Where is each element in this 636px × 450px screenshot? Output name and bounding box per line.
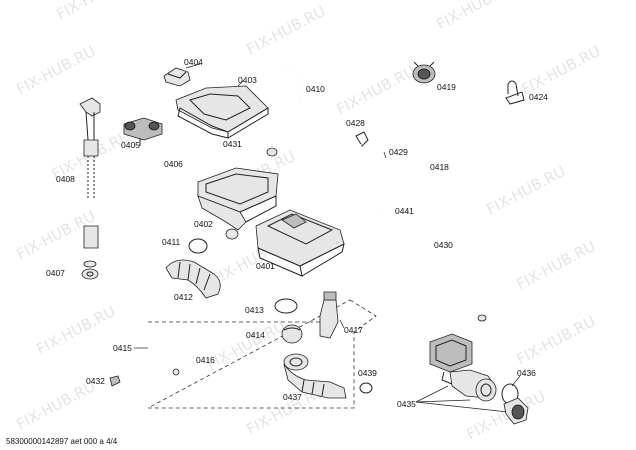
part-0407-washer: [81, 260, 99, 280]
part-0404-clip: [163, 63, 201, 87]
label-0419: 0419: [437, 82, 456, 92]
part-0416-hose: [172, 367, 241, 387]
part-0412-bellows-hose: [165, 259, 221, 299]
watermark: FIX-HUB.RU: [513, 237, 598, 294]
label-0424: 0424: [529, 92, 548, 102]
watermark: FIX-HUB.RU: [53, 0, 138, 24]
label-0416: 0416: [196, 355, 215, 365]
part-0414-float: [281, 324, 303, 344]
part-0410-hook: [283, 65, 301, 103]
label-0407: 0407: [46, 268, 65, 278]
watermark: FIX-HUB.RU: [13, 42, 98, 99]
part-0405-inlet-valve: [123, 117, 163, 146]
part-0406-tubes: [161, 139, 215, 169]
watermark: FIX-HUB.RU: [243, 2, 328, 59]
watermark: FIX-HUB.RU: [33, 302, 118, 359]
watermark: FIX-HUB.RU: [203, 317, 288, 374]
part-0439-clamp: [359, 382, 373, 394]
label-0405: 0405: [121, 140, 140, 150]
part-0403-dispenser-cover: [175, 79, 269, 139]
watermark: FIX-HUB.RU: [433, 0, 518, 34]
watermark: FIX-HUB.RU: [483, 162, 568, 219]
part-0413-ring: [274, 298, 298, 314]
part-0430-long-hose: [377, 211, 490, 322]
part-0419-pressure-switch: [412, 61, 436, 84]
label-0439: 0439: [358, 368, 377, 378]
label-0441: 0441: [395, 206, 414, 216]
label-0410: 0410: [306, 84, 325, 94]
part-0432-clip: [109, 375, 121, 387]
label-0404: 0404: [184, 57, 203, 67]
part-0435-drain-pump: [415, 333, 509, 413]
part-0402-dispenser-housing: [197, 167, 279, 240]
label-0417: 0417: [344, 325, 363, 335]
label-0436: 0436: [517, 368, 536, 378]
document-id-footer: 58300000142897 aet 000 a 4/4: [6, 437, 118, 446]
label-0401: 0401: [256, 261, 275, 271]
label-0437: 0437: [283, 392, 302, 402]
part-0418-pressure-hose: [335, 91, 428, 301]
label-0406: 0406: [164, 159, 183, 169]
label-0412: 0412: [174, 292, 193, 302]
label-0414: 0414: [246, 330, 265, 340]
label-0418: 0418: [430, 162, 449, 172]
label-0403: 0403: [238, 75, 257, 85]
label-0408: 0408: [56, 174, 75, 184]
part-0417-sensor: [319, 291, 345, 339]
part-0436-filter: [501, 375, 529, 425]
watermark: FIX-HUB.RU: [513, 312, 598, 369]
label-0402: 0402: [194, 219, 213, 229]
part-0401-dispenser-drawer: [255, 209, 345, 277]
callout-labels: 0404 0403 0410 0419 0424 0428 0405 0431 …: [46, 57, 548, 409]
part-0408-inlet-hose: [79, 97, 101, 249]
watermark: FIX-HUB.RU: [333, 62, 418, 119]
watermark: FIX-HUB.RU: [518, 42, 603, 99]
label-0431: 0431: [223, 139, 242, 149]
assembly-0415-frame: [134, 299, 377, 409]
part-0411-ring: [188, 238, 208, 254]
part-0428-hose-top: [266, 127, 369, 157]
part-0429-hose: [358, 143, 391, 214]
label-0429: 0429: [389, 147, 408, 157]
label-0413: 0413: [245, 305, 264, 315]
part-0424-bracket: [505, 80, 525, 105]
label-0411: 0411: [162, 237, 181, 247]
label-0430: 0430: [434, 240, 453, 250]
label-0432: 0432: [86, 376, 105, 386]
label-0415: 0415: [113, 343, 132, 353]
label-0428: 0428: [346, 118, 365, 128]
part-0437-sump: [283, 353, 347, 399]
label-0435: 0435: [397, 399, 416, 409]
